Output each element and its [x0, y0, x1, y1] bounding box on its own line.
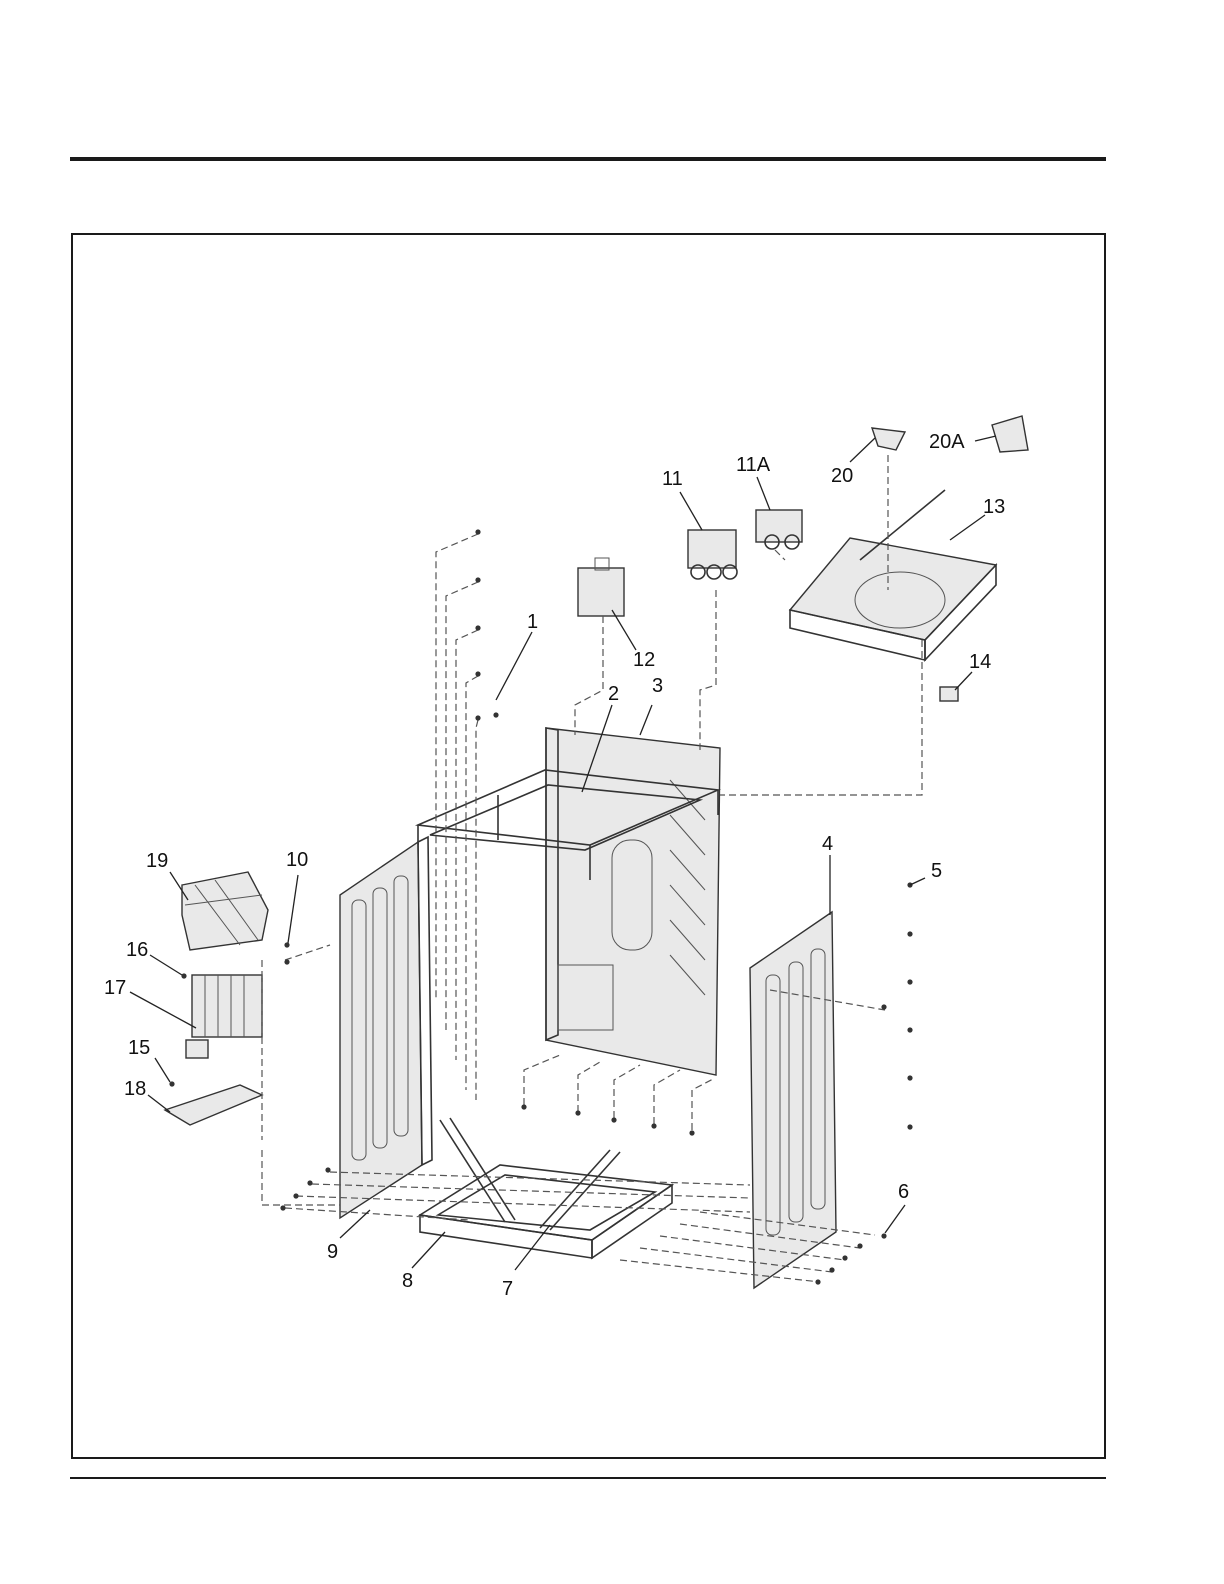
switch-block: [688, 530, 737, 579]
callout-6: 6: [898, 1181, 909, 1203]
knob-part: [872, 428, 905, 450]
callout-2: 2: [608, 683, 619, 705]
top-cover: [790, 490, 996, 660]
left-side-panel: [340, 837, 432, 1218]
right-side-panel: [750, 912, 836, 1288]
callout-3: 3: [652, 675, 663, 697]
callout-12: 12: [633, 649, 655, 671]
callout-16: 16: [126, 939, 148, 961]
callout-11: 11: [662, 468, 683, 490]
callout-1: 1: [527, 611, 538, 633]
callout-4: 4: [822, 833, 833, 855]
callout-19: 19: [146, 850, 168, 872]
knob-alt-part: [992, 416, 1028, 452]
callout-8: 8: [402, 1270, 413, 1292]
callout-13: 13: [983, 496, 1005, 518]
callout-11A: 11A: [736, 454, 771, 476]
callout-17: 17: [104, 977, 126, 999]
callout-5: 5: [931, 860, 942, 882]
base-frame: [420, 1118, 672, 1258]
callout-7: 7: [502, 1278, 513, 1300]
callout-9: 9: [327, 1241, 338, 1263]
callout-14: 14: [969, 651, 991, 673]
control-board: [578, 558, 624, 616]
callout-10: 10: [286, 849, 308, 871]
heater-unit: [186, 975, 262, 1058]
callout-20: 20: [831, 465, 853, 487]
heater-bracket: [165, 1085, 262, 1125]
callout-20A: 20A: [929, 431, 965, 453]
heater-cover: [182, 872, 268, 950]
switch-block-alt: [756, 510, 802, 549]
callout-18: 18: [124, 1078, 146, 1100]
callout-15: 15: [128, 1037, 150, 1059]
